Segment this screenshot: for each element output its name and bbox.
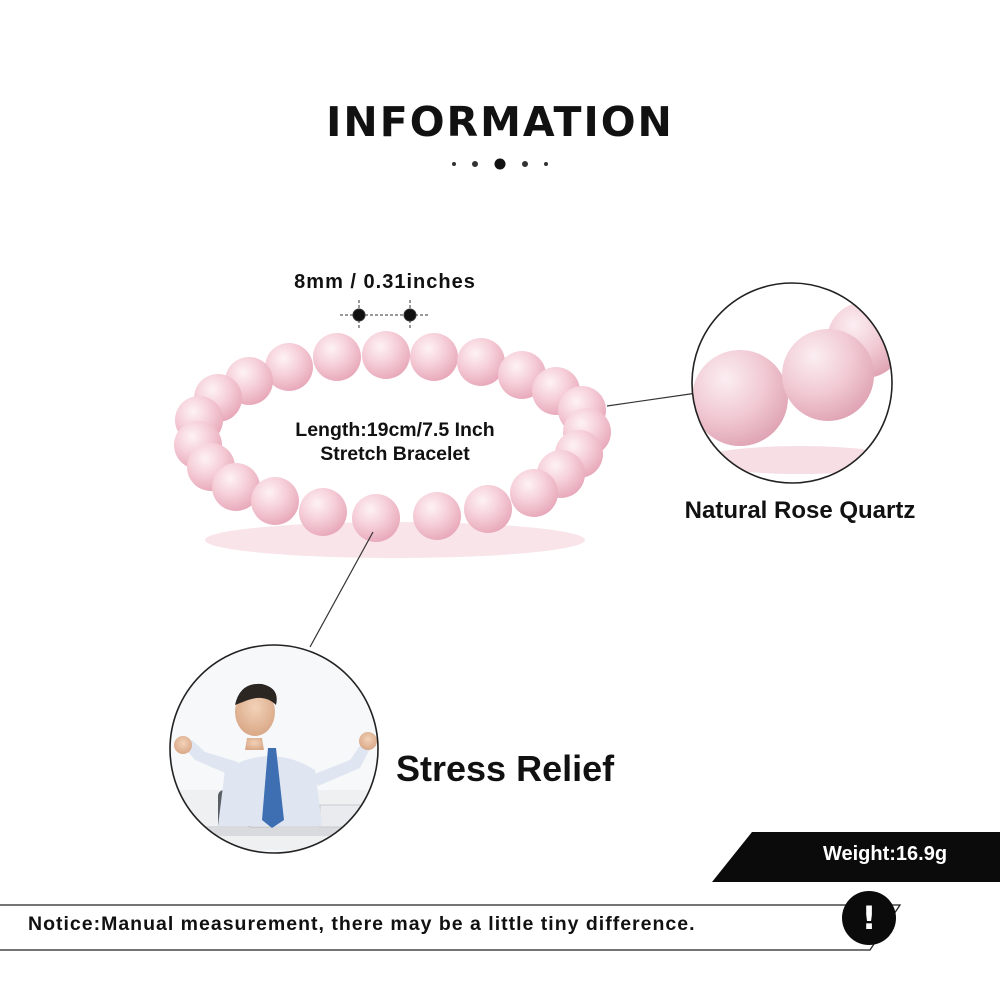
benefit-callout-line: [309, 531, 374, 648]
bead-size-label: 8mm / 0.31inches: [294, 271, 476, 293]
stretch-line: Stretch Bracelet: [320, 443, 470, 465]
material-label: Natural Rose Quartz: [684, 497, 916, 524]
rose-quartz-bracelet: [174, 331, 611, 542]
exclamation-icon: !: [842, 891, 896, 945]
weight-label: Weight:16.9g: [822, 843, 948, 865]
bracelet-length-label: Length:19cm/7.5 Inch Stretch Bracelet: [264, 418, 526, 466]
weight-banner: [712, 832, 1000, 882]
notice-text: Notice:Manual measurement, there may be …: [28, 913, 696, 935]
material-callout-line: [606, 392, 698, 407]
benefit-label: Stress Relief: [396, 748, 615, 789]
title-dots-divider: [452, 158, 548, 170]
page-title: INFORMATION: [326, 98, 674, 146]
material-zoom-circle: [691, 282, 893, 484]
length-line: Length:19cm/7.5 Inch: [295, 419, 495, 441]
bead-size-indicator: [340, 300, 430, 330]
relaxed-man-photo: [169, 644, 379, 854]
